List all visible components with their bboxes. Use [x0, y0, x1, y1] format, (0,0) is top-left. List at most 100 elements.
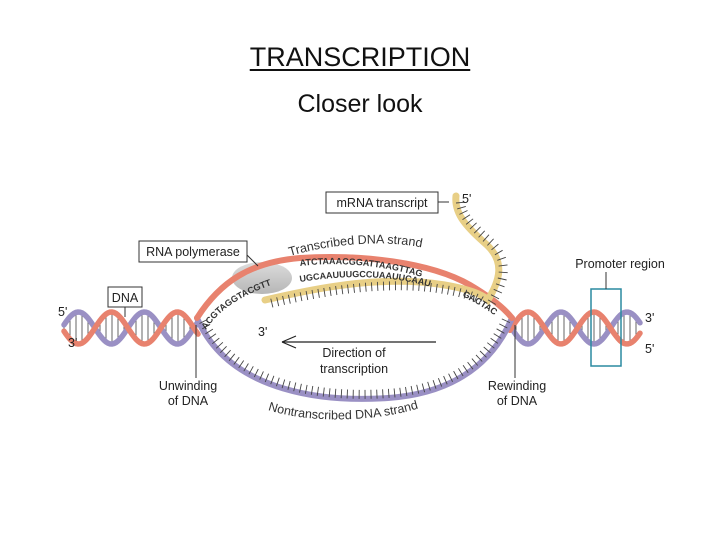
- base-tick: [329, 286, 332, 296]
- base-tick: [215, 341, 224, 349]
- base-tick: [282, 295, 285, 305]
- base-tick: [208, 333, 217, 340]
- mrna-five-prime-label: 5': [462, 192, 471, 206]
- base-tick: [479, 350, 487, 358]
- base-tick: [259, 371, 264, 380]
- unwinding-label-line1: Unwinding: [159, 379, 217, 393]
- base-tick: [469, 222, 477, 230]
- base-tick: [453, 370, 459, 380]
- base-tick: [496, 328, 505, 334]
- base-tick: [421, 383, 426, 393]
- base-tick: [299, 292, 303, 302]
- base-tick: [238, 360, 245, 369]
- base-tick: [376, 281, 379, 291]
- base-tick: [212, 337, 220, 345]
- base-tick: [359, 283, 361, 293]
- base-tick: [498, 271, 508, 274]
- base-tick: [270, 375, 275, 385]
- base-tick: [468, 291, 473, 301]
- dna-label: DNA: [112, 291, 139, 305]
- base-tick: [281, 379, 286, 389]
- base-tick: [423, 282, 426, 292]
- base-tick: [248, 366, 254, 375]
- base-tick: [494, 249, 503, 256]
- base-tick: [310, 385, 314, 395]
- rna-polymerase-label: RNA polymerase: [146, 245, 240, 259]
- base-tick: [317, 288, 320, 298]
- base-tick: [305, 291, 309, 301]
- rewinding-label-line1: Rewinding: [488, 379, 546, 393]
- base-tick: [382, 389, 384, 399]
- base-tick: [473, 293, 479, 303]
- base-tick: [452, 286, 456, 296]
- direction-arrow: [281, 335, 436, 349]
- base-tick: [202, 323, 211, 330]
- base-tick: [233, 356, 240, 365]
- base-tick: [497, 256, 506, 261]
- base-tick: [429, 283, 432, 293]
- mrna-bases: [270, 201, 508, 308]
- base-tick: [199, 318, 208, 324]
- mrna-transcript-strand: [261, 192, 503, 306]
- base-tick: [322, 387, 325, 397]
- slide-title: TRANSCRIPTION: [249, 42, 471, 72]
- unwinding-label-line2: of DNA: [168, 394, 209, 408]
- base-tick: [340, 389, 343, 399]
- base-tick: [437, 378, 443, 387]
- base-tick: [253, 368, 259, 378]
- base-tick: [311, 289, 315, 299]
- base-tick: [435, 283, 438, 293]
- promoter-region-label: Promoter region: [575, 257, 665, 271]
- base-tick: [364, 282, 367, 292]
- base-tick: [304, 384, 308, 394]
- base-tick: [467, 361, 474, 370]
- base-tick: [328, 388, 331, 398]
- base-tick: [497, 277, 507, 281]
- left-five-prime-label: 5': [58, 305, 67, 319]
- dna-callout: DNA: [107, 286, 143, 317]
- base-tick: [405, 386, 408, 396]
- base-tick: [457, 205, 466, 210]
- base-tick: [490, 337, 499, 344]
- rewinding-label-line2: of DNA: [497, 394, 538, 408]
- base-tick: [441, 284, 444, 294]
- direction-label-line2: transcription: [320, 362, 388, 376]
- base-tick: [491, 243, 499, 251]
- base-tick: [458, 288, 462, 298]
- right-three-prime-label: 3': [645, 311, 654, 325]
- base-tick: [483, 346, 491, 354]
- base-tick: [205, 328, 214, 335]
- base-tick: [471, 358, 479, 366]
- base-tick: [501, 318, 511, 324]
- base-tick: [448, 373, 454, 382]
- base-tick: [243, 363, 249, 372]
- base-tick: [293, 293, 297, 303]
- right-helix-transcribed-strand: [507, 309, 643, 347]
- base-tick: [463, 289, 468, 299]
- left-double-helix: [61, 309, 201, 347]
- base-tick: [335, 286, 338, 296]
- mrna-transcript-label: mRNA transcript: [337, 196, 429, 210]
- left-helix-transcribed-strand: [61, 309, 201, 347]
- right-five-prime-label: 5': [645, 342, 654, 356]
- base-tick: [316, 386, 319, 396]
- base-tick: [416, 384, 420, 394]
- left-helix-nontranscribed-strand: [61, 309, 201, 347]
- base-tick: [370, 282, 373, 292]
- base-tick: [475, 354, 483, 362]
- base-tick: [219, 345, 227, 354]
- base-tick: [299, 383, 302, 393]
- base-tick: [495, 283, 505, 288]
- base-tick: [487, 342, 495, 349]
- base-tick: [334, 388, 337, 398]
- mrna-three-prime-label: 3': [258, 325, 267, 339]
- base-tick: [482, 234, 490, 242]
- base-tick: [473, 226, 481, 234]
- base-tick: [465, 218, 474, 225]
- slide-subtitle: Closer look: [297, 90, 423, 118]
- base-tick: [478, 230, 486, 238]
- base-tick: [323, 287, 326, 297]
- left-three-prime-label: 3': [68, 336, 77, 350]
- base-tick: [410, 385, 414, 395]
